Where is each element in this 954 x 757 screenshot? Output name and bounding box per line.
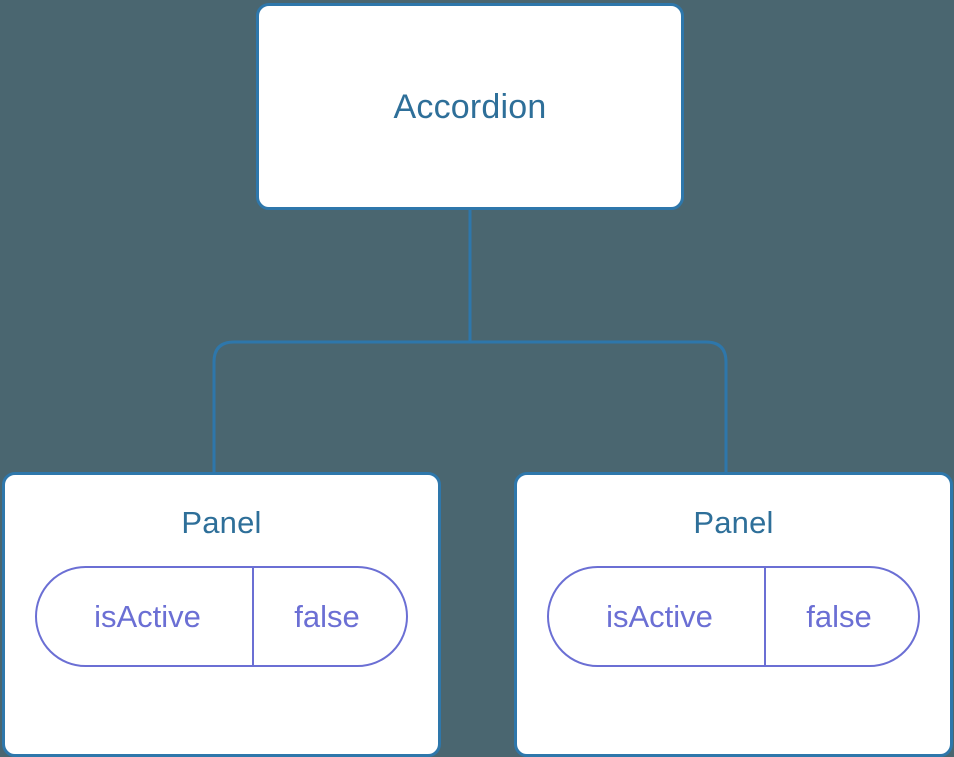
prop-key: isActive [94, 599, 201, 634]
node-panel-right[interactable]: Panel isActive false [514, 472, 953, 757]
prop-value: false [252, 568, 406, 665]
node-accordion[interactable]: Accordion [256, 3, 684, 210]
edge-to-panel-right [470, 340, 728, 474]
node-panel-left[interactable]: Panel isActive false [2, 472, 441, 757]
node-title: Accordion [393, 87, 547, 126]
node-title: Panel [181, 505, 262, 540]
node-title: Panel [693, 505, 774, 540]
prop-key: isActive [606, 599, 713, 634]
prop-pill-isactive[interactable]: isActive false [35, 566, 408, 667]
prop-value: false [764, 568, 918, 665]
edge-to-panel-left [212, 340, 470, 474]
prop-pill-isactive[interactable]: isActive false [547, 566, 920, 667]
diagram-canvas: Accordion Panel isActive false Panel isA… [2, 3, 953, 757]
